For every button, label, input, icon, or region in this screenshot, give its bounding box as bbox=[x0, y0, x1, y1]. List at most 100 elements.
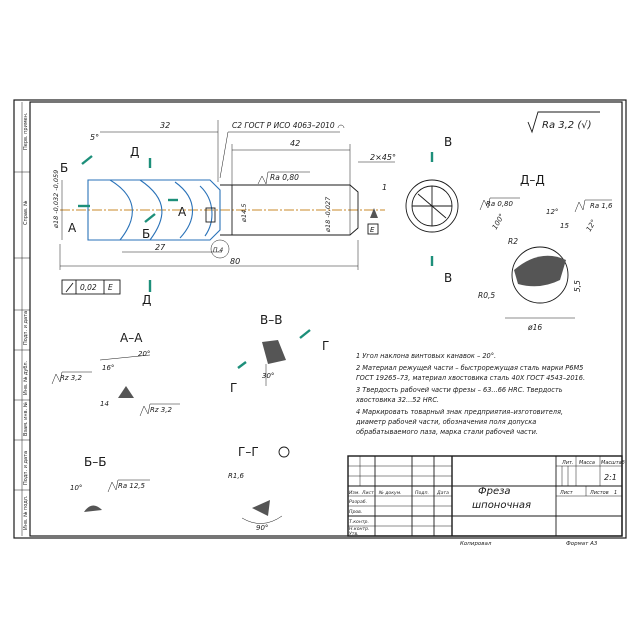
dd-r05: R0,5 bbox=[478, 291, 495, 300]
vv-angle-30: 30° bbox=[262, 372, 274, 380]
global-roughness: Ra 3,2 (√) bbox=[527, 111, 600, 134]
role-razrab: Разраб. bbox=[349, 499, 367, 505]
label-b-bottom: Б bbox=[142, 227, 150, 241]
label-a-right: А bbox=[178, 205, 187, 219]
end-view-outer bbox=[405, 179, 459, 233]
dd-angle-15: 15 bbox=[560, 222, 569, 230]
runout-datum: E bbox=[108, 283, 113, 292]
shank-outline bbox=[220, 184, 359, 236]
global-roughness-text: Ra 3,2 (√) bbox=[542, 120, 592, 131]
gost-weld-note: С2 ГОСТ Р ИСО 4063–2010 bbox=[232, 121, 335, 130]
stamp-text-5: Взам. инв. № bbox=[23, 401, 29, 436]
note-line: 3 Твердость рабочей части фрезы – 63...6… bbox=[356, 386, 563, 394]
dd-dia-16: ø16 bbox=[527, 323, 542, 332]
section-bb-fill bbox=[84, 505, 102, 512]
stamp-text-2: Справ. № bbox=[23, 200, 29, 225]
datum-e-box bbox=[367, 223, 379, 235]
dim-32: 32 bbox=[160, 121, 170, 130]
role-utv: Утв. bbox=[349, 531, 359, 537]
hdr-data: Дата bbox=[436, 490, 449, 496]
label-g-right: Г bbox=[322, 339, 329, 353]
stamp-text-4: Инв. № дубл. bbox=[23, 360, 29, 395]
copied-label: Копировал bbox=[460, 541, 492, 547]
dd-angle-12b: 12° bbox=[585, 218, 598, 233]
note-line: диаметр рабочей части, обозначения поля … bbox=[355, 418, 536, 426]
aa-rz-right: Rz 3,2 bbox=[150, 406, 172, 414]
datum-e: E bbox=[370, 226, 375, 234]
rotation-icon bbox=[278, 446, 290, 458]
format-label: Формат А3 bbox=[566, 541, 598, 547]
hdr-izm: Изм. bbox=[349, 490, 360, 496]
sheet-label: Лист bbox=[559, 490, 574, 496]
aa-angle-20: 20° bbox=[138, 350, 150, 358]
dd-ra-right: Ra 1,6 bbox=[590, 202, 613, 210]
bb-ra: Ra 12,5 bbox=[118, 482, 146, 490]
label-v-bottom: В bbox=[444, 271, 452, 285]
end-view: В В bbox=[405, 135, 459, 285]
dd-angle-100: 100° bbox=[491, 212, 506, 231]
section-vv-fill bbox=[262, 340, 286, 364]
dd-r2: R2 bbox=[508, 237, 518, 246]
section-aa: А–А 20° 16° 14 Rz 3,2 Rz 3,2 bbox=[51, 331, 180, 417]
cutter-body bbox=[87, 179, 221, 241]
note-line: 1 Угол наклона винтовых канавок – 20°. bbox=[356, 352, 496, 360]
section-gg: Г–Г R1,6 90° bbox=[228, 445, 290, 532]
inner-frame bbox=[29, 101, 623, 537]
dim-27: 27 bbox=[155, 243, 166, 252]
dd-angle-12a: 12° bbox=[546, 208, 558, 216]
stamp-text-7: Инв. № подл. bbox=[23, 495, 29, 530]
dim-42: 42 bbox=[290, 139, 300, 148]
note-line: ГОСТ 19265–73, материал хвостовика сталь… bbox=[356, 374, 585, 382]
part-name-1: Фреза bbox=[478, 486, 511, 497]
note-line: 2 Материал режущей части – быстрорежущая… bbox=[356, 364, 583, 372]
note-line: хвостовика 32...52 HRC. bbox=[355, 396, 439, 404]
sheets-label: Листов bbox=[589, 490, 609, 496]
col-scale: Масштаб bbox=[601, 460, 625, 466]
role-tkontr: Т.контр. bbox=[349, 519, 369, 525]
detail-ref: П.4 bbox=[213, 247, 223, 254]
label-v-top: В bbox=[444, 135, 452, 149]
label-a-left: А bbox=[68, 221, 77, 235]
part-name-2: шпоночная bbox=[472, 500, 531, 511]
section-dd-circle bbox=[511, 246, 569, 304]
section-bb: Б–Б 10° Ra 12,5 bbox=[70, 455, 150, 512]
section-aa-title: А–А bbox=[120, 331, 143, 345]
scale-value: 2:1 bbox=[604, 473, 617, 482]
aa-rz-left: Rz 3,2 bbox=[60, 374, 82, 382]
sheets-value: 1 bbox=[614, 490, 617, 496]
section-dd-title: Д–Д bbox=[520, 173, 545, 187]
dd-dim-55: 5,5 bbox=[573, 280, 582, 292]
role-prov: Пров. bbox=[349, 509, 362, 515]
side-stamp-column: Перв. примен. Справ. № Подп. и дата Инв.… bbox=[14, 102, 30, 536]
dia-shank: ø18 -0,027 bbox=[324, 196, 332, 233]
main-view: П.4 32 42 27 80 5° 2×45° 1 С2 ГОСТ Р ИСО… bbox=[52, 120, 396, 307]
title-block: Изм. Лист № докум. Подп. Дата Разраб. Пр… bbox=[347, 455, 625, 547]
section-dd: Д–Д ø16 5,5 R0,5 R2 100° 12° 15 12° Ra 0… bbox=[478, 173, 613, 332]
dim-80: 80 bbox=[230, 257, 240, 266]
section-aa-fill bbox=[118, 386, 134, 398]
label-d-top: Д bbox=[130, 145, 139, 159]
angle-5: 5° bbox=[90, 133, 99, 142]
note-line: обрабатываемого паза, марка стали рабоче… bbox=[356, 428, 538, 436]
gg-angle-90: 90° bbox=[256, 524, 268, 532]
col-mass: Масса bbox=[579, 460, 595, 466]
aa-angle-14: 14 bbox=[100, 400, 109, 408]
runout-value: 0,02 bbox=[80, 283, 97, 292]
chamfer-dim: 2×45° bbox=[370, 153, 396, 162]
section-gg-fill bbox=[252, 500, 270, 516]
section-vv: В–В 30° Г Г bbox=[230, 313, 329, 395]
dim-1: 1 bbox=[382, 183, 387, 192]
hdr-podp: Подп. bbox=[415, 490, 429, 496]
section-gg-title: Г–Г bbox=[238, 445, 259, 459]
dia-neck: ø14,5 bbox=[240, 204, 248, 223]
dd-ra-left: Ra 0,80 bbox=[486, 200, 514, 208]
runout-tolerance-frame bbox=[61, 279, 121, 295]
label-d-bottom: Д bbox=[142, 293, 151, 307]
aa-angle-16: 16° bbox=[102, 364, 114, 372]
dia-cutter: ø18 -0,032 -0,059 bbox=[52, 170, 60, 229]
col-lit: Лит. bbox=[561, 460, 574, 466]
section-dd-fill bbox=[514, 255, 566, 287]
neck-mark bbox=[205, 207, 216, 223]
